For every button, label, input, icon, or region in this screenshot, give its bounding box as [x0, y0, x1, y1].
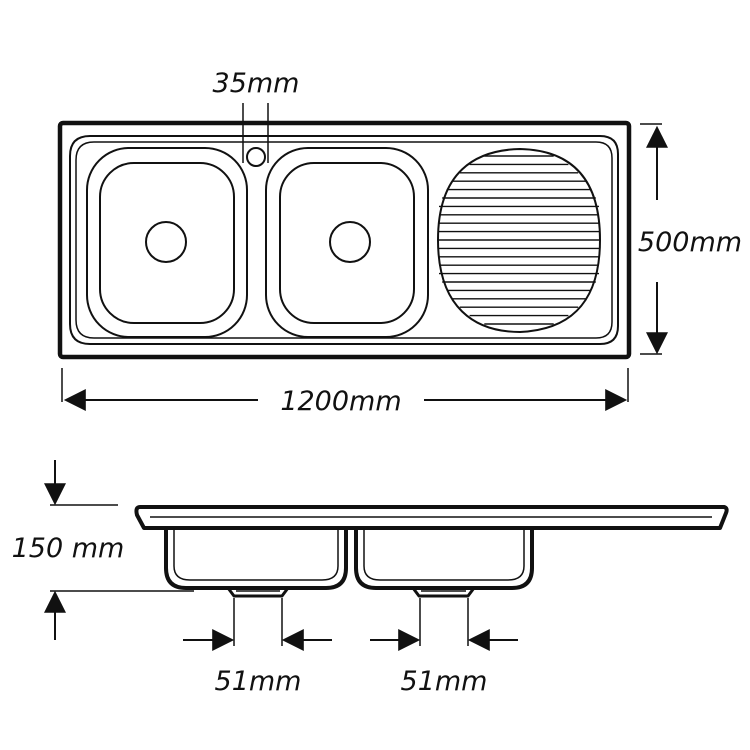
right-bowl-profile-inner	[363, 528, 525, 581]
bowl-depth-label: 150 mm	[12, 533, 125, 564]
left-bowl-outer	[86, 147, 248, 338]
left-bowl-inner	[99, 162, 235, 324]
right-waste-outlet	[411, 587, 476, 598]
depth-label: 500mm	[638, 227, 742, 258]
width-label: 1200mm	[280, 386, 401, 417]
top-view	[57, 103, 668, 411]
right-bowl-profile	[354, 528, 534, 590]
drainer-ribs	[439, 155, 599, 325]
right-bowl-outer	[265, 147, 429, 338]
left-waste-label: 51mm	[215, 666, 302, 697]
sink-inner-rim	[69, 135, 619, 345]
left-bowl-profile	[164, 528, 348, 590]
left-drain	[145, 221, 187, 263]
left-bowl-profile-inner	[173, 528, 339, 581]
right-waste-label: 51mm	[401, 666, 488, 697]
sink-inner-rim-2	[75, 141, 613, 339]
sink-flange	[134, 505, 729, 530]
side-view	[44, 460, 729, 651]
right-drain	[329, 221, 371, 263]
tap-hole-label: 35mm	[213, 68, 300, 99]
sink-outer-frame	[57, 120, 632, 360]
left-waste-outlet	[226, 587, 290, 598]
tap-hole	[246, 147, 266, 167]
right-bowl-inner	[279, 162, 415, 324]
